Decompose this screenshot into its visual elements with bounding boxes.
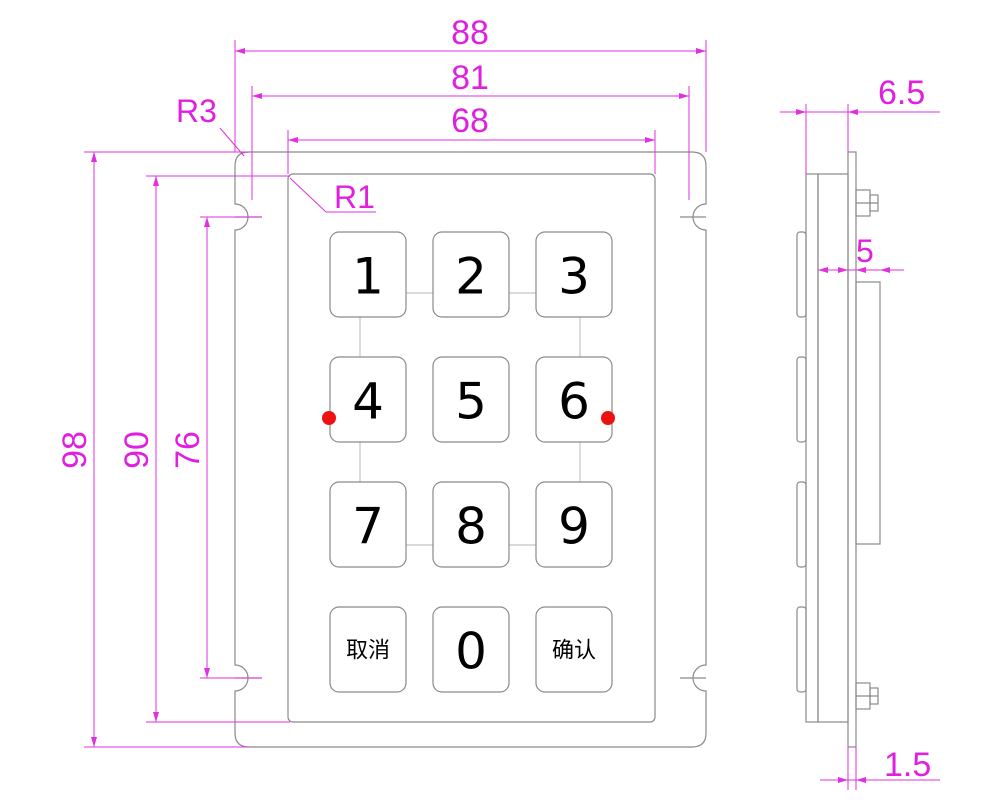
side-key-profile-3 xyxy=(796,481,807,568)
key-label: 1 xyxy=(352,248,384,306)
side-key-profile-2 xyxy=(796,356,807,443)
radius-outer-callout: R3 xyxy=(176,93,245,157)
radius-r1-label: R1 xyxy=(334,179,375,215)
dimension-height-inner: 76 xyxy=(169,216,262,679)
key-11[interactable]: 0 xyxy=(432,606,510,693)
keypad-keys: 1 2 3 4 5 6 7 8 9 取消 0 确认 xyxy=(329,231,613,693)
key-label: 9 xyxy=(558,498,590,556)
key-2[interactable]: 2 xyxy=(432,231,510,318)
key-label: 2 xyxy=(455,248,487,306)
key-8[interactable]: 8 xyxy=(432,481,510,568)
dim-5-label: 5 xyxy=(856,233,874,269)
key-6[interactable]: 6 xyxy=(535,356,613,443)
key-outline xyxy=(329,606,407,693)
dimension-side-total: 6.5 xyxy=(780,74,940,174)
key-label: 5 xyxy=(455,373,487,431)
key-7[interactable]: 7 xyxy=(329,481,407,568)
key-label: 3 xyxy=(558,248,590,306)
key-outline xyxy=(329,231,407,318)
radius-inner-callout: R1 xyxy=(289,177,376,215)
side-view xyxy=(796,151,881,748)
side-backing-block xyxy=(855,281,881,545)
left-red-dot xyxy=(322,411,336,425)
right-red-dot xyxy=(601,411,615,425)
key-label: 6 xyxy=(558,373,590,431)
key-9[interactable]: 9 xyxy=(535,481,613,568)
key-outline xyxy=(432,356,510,443)
dimension-height-mid: 90 xyxy=(118,175,290,723)
key-label: 8 xyxy=(455,498,487,556)
dimension-side-plate: 1.5 xyxy=(820,746,940,790)
dim-81-label: 81 xyxy=(451,59,489,97)
key-label: 取消 xyxy=(346,639,390,664)
key-outline xyxy=(329,481,407,568)
dimension-width-mid: 81 xyxy=(251,59,690,200)
front-plate-outline xyxy=(234,151,707,748)
dim-6-5-label: 6.5 xyxy=(878,74,925,112)
key-label: 0 xyxy=(455,623,487,681)
side-outer-plate xyxy=(847,151,857,748)
side-key-profile-4 xyxy=(796,606,807,693)
key-outline xyxy=(535,481,613,568)
dimension-width-outer: 88 xyxy=(234,14,707,152)
side-screw-bottom xyxy=(855,682,879,710)
side-front-plate xyxy=(817,173,849,723)
dim-98-label: 98 xyxy=(56,431,94,469)
dimension-width-inner: 68 xyxy=(287,102,656,174)
dimension-side-key: 5 xyxy=(818,233,904,273)
key-outline xyxy=(432,606,510,693)
dim-68-label: 68 xyxy=(451,102,489,140)
key-outline xyxy=(432,231,510,318)
key-outline xyxy=(329,356,407,443)
side-screw-top xyxy=(855,189,879,217)
key-label: 7 xyxy=(352,498,384,556)
key-10[interactable]: 取消 xyxy=(329,606,407,693)
side-key-profile-1 xyxy=(796,231,807,318)
key-4[interactable]: 4 xyxy=(329,356,407,443)
dim-76-label: 76 xyxy=(169,431,207,469)
key-outline xyxy=(535,356,613,443)
dim-90-label: 90 xyxy=(118,431,156,469)
radius-r3-label: R3 xyxy=(176,93,217,129)
dim-88-label: 88 xyxy=(451,14,489,52)
key-outline xyxy=(535,606,613,693)
key-3[interactable]: 3 xyxy=(535,231,613,318)
key-5[interactable]: 5 xyxy=(432,356,510,443)
key-label: 确认 xyxy=(552,639,596,664)
front-inner-frame xyxy=(287,173,656,723)
key-12[interactable]: 确认 xyxy=(535,606,613,693)
key-1[interactable]: 1 xyxy=(329,231,407,318)
dimension-height-outer: 98 xyxy=(56,151,249,748)
key-outline xyxy=(432,481,510,568)
side-base-plate xyxy=(805,173,819,723)
key-outline xyxy=(535,231,613,318)
dim-1-5-label: 1.5 xyxy=(884,746,931,784)
key-label: 4 xyxy=(352,373,384,431)
